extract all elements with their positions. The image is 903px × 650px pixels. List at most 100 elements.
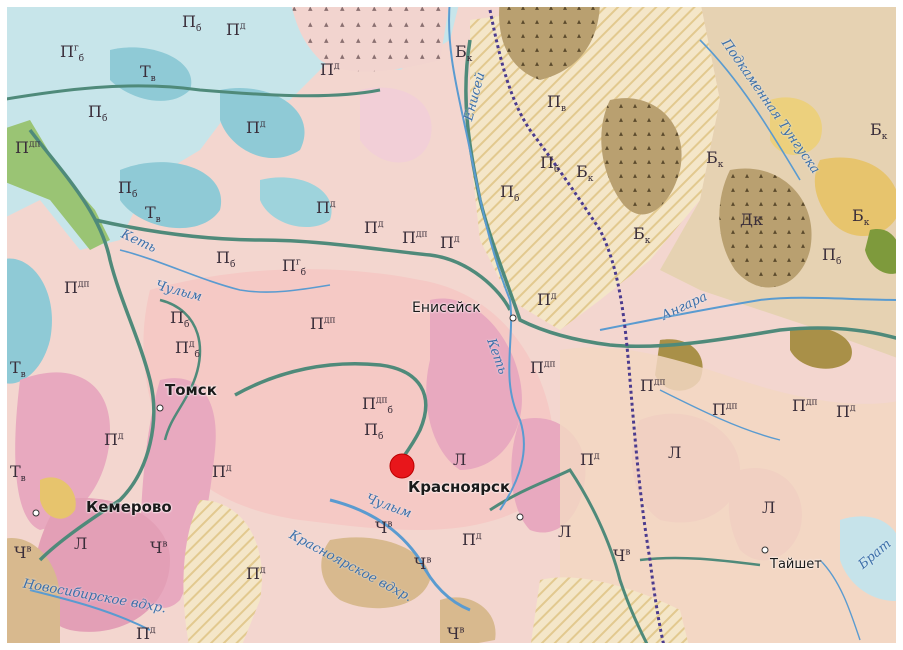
soil-label: Пв (547, 92, 567, 115)
region-border-1 (0, 84, 381, 102)
soil-label: Пд (836, 402, 856, 421)
city-dot-krasnoyarsk (516, 513, 524, 521)
soil-label: Пб (216, 248, 236, 271)
soil-label: Пдп (640, 376, 666, 395)
region-border-4 (159, 298, 202, 441)
city-label-tayshet: Тайшет (770, 557, 822, 572)
river-yenisei (448, 0, 525, 511)
soil-label: Пгб (60, 42, 85, 65)
soil-zone-pink-dark-4 (34, 498, 170, 632)
soil-label: Чв (150, 538, 168, 557)
soil-label: Пд (462, 530, 482, 549)
soil-zone-pink-dark-1 (426, 298, 522, 470)
soil-zone-light-east (560, 347, 903, 650)
soil-label: Пдп (64, 278, 90, 297)
soil-zone-pink-n1 (290, 0, 450, 72)
soil-label: Л (668, 443, 682, 462)
soil-zone-hatched-sw (183, 500, 262, 650)
soil-zone-blue-3 (120, 162, 222, 229)
soil-label: Бк (576, 162, 594, 185)
soil-zone-tan-south-2 (440, 597, 496, 650)
city-label-tomsk: Томск (165, 381, 217, 399)
soil-label: Тв (10, 462, 26, 485)
soil-label: Пдп (15, 138, 41, 157)
city-dot-kemerovo (32, 509, 40, 517)
region-border-3 (28, 128, 156, 562)
soil-zone-olive-1 (601, 98, 682, 215)
soil-zone-hatched-se (530, 577, 690, 650)
soil-label: Л (762, 498, 776, 517)
soil-label: Пд (580, 450, 600, 469)
soil-label: Пдп (402, 228, 428, 247)
river-angara (599, 296, 903, 331)
river-tunguska (699, 39, 801, 181)
region-border-5 (234, 362, 428, 471)
soil-label: Пдпб (362, 394, 393, 417)
soil-label: Пб (182, 12, 202, 35)
soil-label: Л (74, 534, 88, 553)
soil-zone-tan-south (321, 537, 430, 609)
soil-label: Пб (500, 182, 520, 205)
soil-label: Пб (822, 245, 842, 268)
soil-label: Чв (375, 518, 393, 537)
soil-zone-yellow-w (40, 477, 76, 519)
soil-label: Пб (364, 420, 384, 443)
soil-label: Пдп (310, 314, 336, 333)
soil-label: Пдб (175, 338, 200, 361)
soil-label: Пд (246, 118, 266, 137)
location-marker[interactable] (389, 453, 415, 479)
city-label-krasnoyarsk: Красноярск (408, 478, 511, 496)
soil-zone-yellow-2 (770, 97, 822, 155)
river-se (819, 559, 861, 641)
soil-label: Бк (870, 120, 888, 143)
soil-label: Пб (170, 308, 190, 331)
soil-label: Пд (226, 20, 246, 39)
soil-label: Пд (104, 430, 124, 449)
soil-label: Пд (246, 564, 266, 583)
railway (488, 9, 667, 650)
soil-label: Бк (455, 42, 473, 65)
city-dot-yeniseysk (509, 314, 517, 322)
soil-label: Тв (145, 203, 161, 226)
region-border-7 (489, 468, 652, 650)
soil-zone-olive-2 (719, 168, 812, 288)
soil-zone-pink-n2 (360, 87, 432, 163)
soil-label: Пдп (530, 358, 556, 377)
soil-label: Пд (136, 624, 156, 643)
soil-zone-blue-5 (0, 258, 52, 384)
soil-label: Пб (88, 102, 108, 125)
soil-label: Тв (140, 62, 156, 85)
soil-label: Пд (440, 233, 460, 252)
river-chulym (119, 249, 331, 293)
soil-label: Бк (706, 148, 724, 171)
soil-zone-olive-5 (790, 327, 852, 369)
soil-zone-blue-4 (260, 177, 332, 228)
soil-zone-blue-2 (220, 88, 305, 159)
soil-label: Пд (320, 60, 340, 79)
soil-label: Пб (540, 153, 560, 176)
soil-label: Чв (14, 543, 32, 562)
soil-zone-hatched-east (470, 0, 720, 330)
soil-label: Пд (212, 462, 232, 481)
soil-label: Тв (10, 358, 26, 381)
soil-zone-green-nw (0, 120, 110, 250)
soil-label: Чв (613, 546, 631, 565)
soil-label: Пдп (712, 400, 738, 419)
soil-label: Чв (447, 624, 465, 643)
soil-zone-yellow-1 (814, 157, 900, 237)
river-south (29, 589, 151, 631)
river-east (659, 389, 781, 441)
soil-label: Чв (414, 554, 432, 573)
city-dot-tomsk (156, 404, 164, 412)
soil-zone-green-e (865, 229, 903, 274)
soil-label: Пб (118, 178, 138, 201)
soil-label: Пд (316, 198, 336, 217)
soil-zone-blue-se (840, 516, 903, 601)
city-dot-tayshet (761, 546, 769, 554)
soil-label: Пгб (282, 256, 307, 279)
soil-label: Пд (364, 218, 384, 237)
region-border-2 (94, 218, 512, 311)
soil-label: Бк (852, 206, 870, 229)
